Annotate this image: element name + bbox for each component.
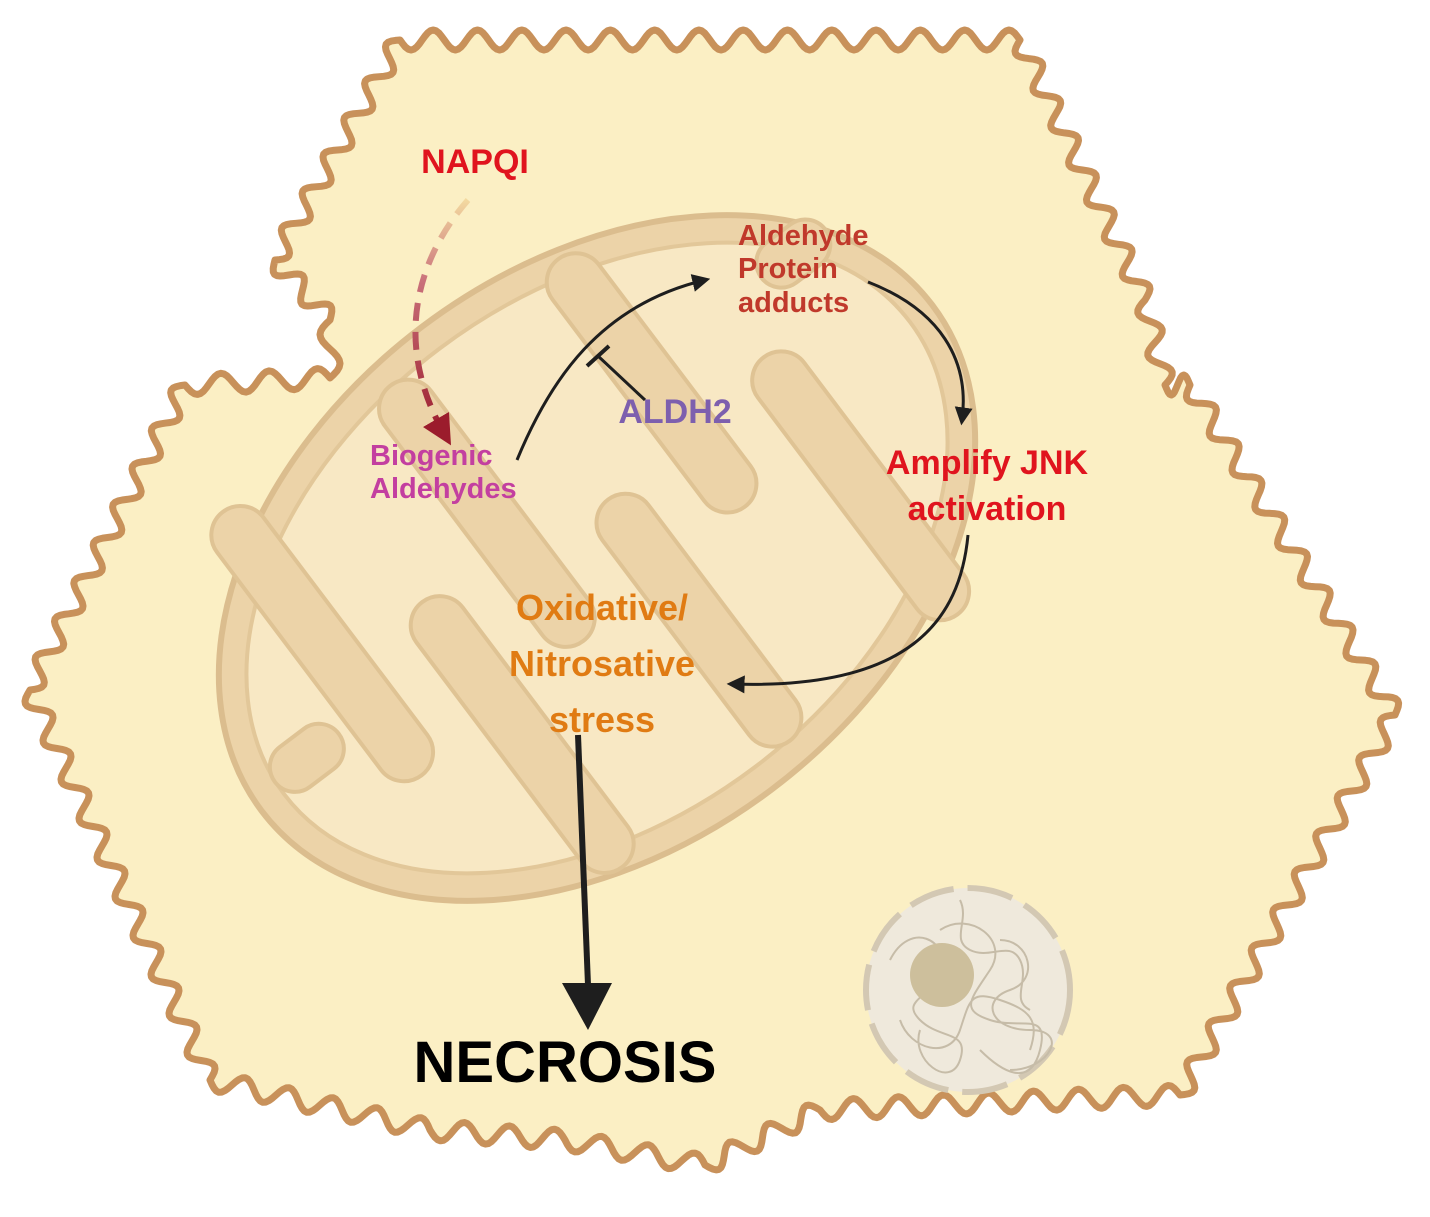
arrow-aldehydes-to-adducts: [515, 274, 711, 461]
label-biogenic-line2: Aldehydes: [370, 473, 517, 506]
label-biogenic-aldehydes: Biogenic Aldehydes: [370, 440, 517, 507]
label-amplify-jnk: Amplify JNK activation: [862, 441, 1112, 533]
nucleolus: [910, 943, 974, 1007]
label-stress-line1: Oxidative/: [515, 587, 689, 628]
arrow-adducts-to-jnk: [867, 280, 973, 426]
label-aldehyde-protein-adducts: Aldehyde Protein adducts: [738, 220, 869, 320]
label-stress-line3: stress: [548, 698, 656, 740]
arrow-stress-to-necrosis: [575, 734, 591, 986]
label-jnk-line1: Amplify JNK: [885, 444, 1089, 482]
label-necrosis: NECROSIS: [413, 1030, 717, 1095]
nucleus: [863, 885, 1073, 1095]
label-aldh2: ALDH2: [618, 393, 732, 431]
label-adducts-line1: Aldehyde: [738, 220, 869, 252]
label-adducts-line3: adducts: [738, 286, 850, 319]
label-oxidative-stress: Oxidative/ Nitrosative stress: [462, 580, 742, 747]
label-adducts-line2: Protein: [738, 253, 838, 286]
label-jnk-line2: activation: [907, 489, 1067, 528]
dashed-arrow-napqi-to-aldehydes: [412, 198, 471, 446]
label-stress-line2: Nitrosative: [508, 642, 696, 684]
mitochondrion: [209, 212, 979, 904]
chromatin: [889, 899, 1053, 1074]
arrow-jnk-to-stress: [726, 534, 970, 694]
label-napqi: NAPQI: [421, 143, 529, 181]
inhibition-aldh2: [596, 354, 647, 402]
inhibition-bar: [585, 344, 611, 368]
arrowhead-necrosis: [562, 983, 612, 1030]
label-biogenic-line1: Biogenic: [370, 440, 493, 472]
